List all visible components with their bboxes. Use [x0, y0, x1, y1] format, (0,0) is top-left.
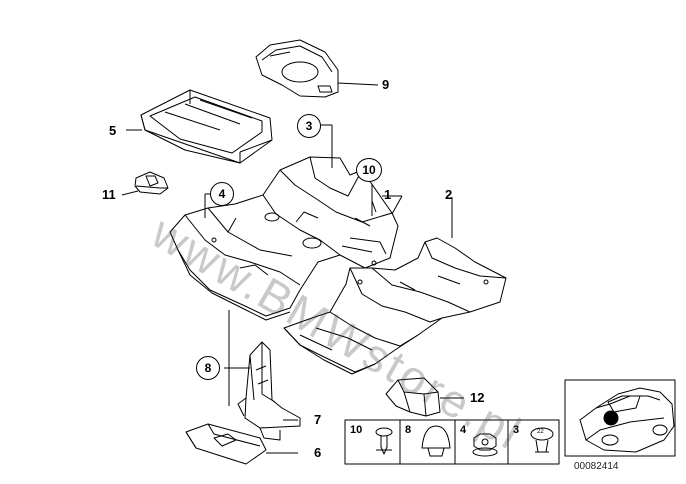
part-12-duct-drawing	[385, 377, 464, 417]
callout-10-circled: 10	[356, 158, 382, 182]
callout-8-circled: 8	[196, 356, 220, 380]
callout-5: 5	[109, 123, 117, 138]
document-number: 00082414	[574, 461, 619, 472]
callout-4-circled: 4	[210, 182, 234, 206]
part-5-tray-drawing	[126, 89, 273, 164]
callout-9: 9	[382, 77, 390, 92]
legend-item-4-number: 4	[460, 424, 467, 436]
fastener-legend	[344, 419, 560, 465]
legend-item-3-number: 3	[513, 424, 520, 436]
callout-3-circled: 3	[297, 114, 321, 138]
callout-12: 12	[470, 390, 485, 405]
part-2-rear-carpet-drawing	[283, 197, 507, 375]
legend-item-10-number: 10	[350, 424, 363, 436]
part-6-panel-drawing	[185, 423, 298, 465]
part-1-front-carpet-drawing	[169, 156, 403, 321]
part-11-clip-drawing	[121, 171, 169, 196]
car-location-thumbnail	[564, 379, 676, 457]
callout-6: 6	[314, 445, 322, 460]
legend-item-8-number: 8	[405, 424, 412, 436]
callout-11: 11	[102, 187, 116, 202]
part-7-support-drawing	[237, 341, 301, 441]
callout-7: 7	[314, 412, 322, 427]
leader-lines	[204, 124, 373, 406]
legend-item-3-marking: 22	[537, 429, 544, 435]
callout-1: 1	[384, 187, 392, 202]
callout-2: 2	[445, 187, 453, 202]
part-9-cover-drawing	[255, 39, 379, 98]
